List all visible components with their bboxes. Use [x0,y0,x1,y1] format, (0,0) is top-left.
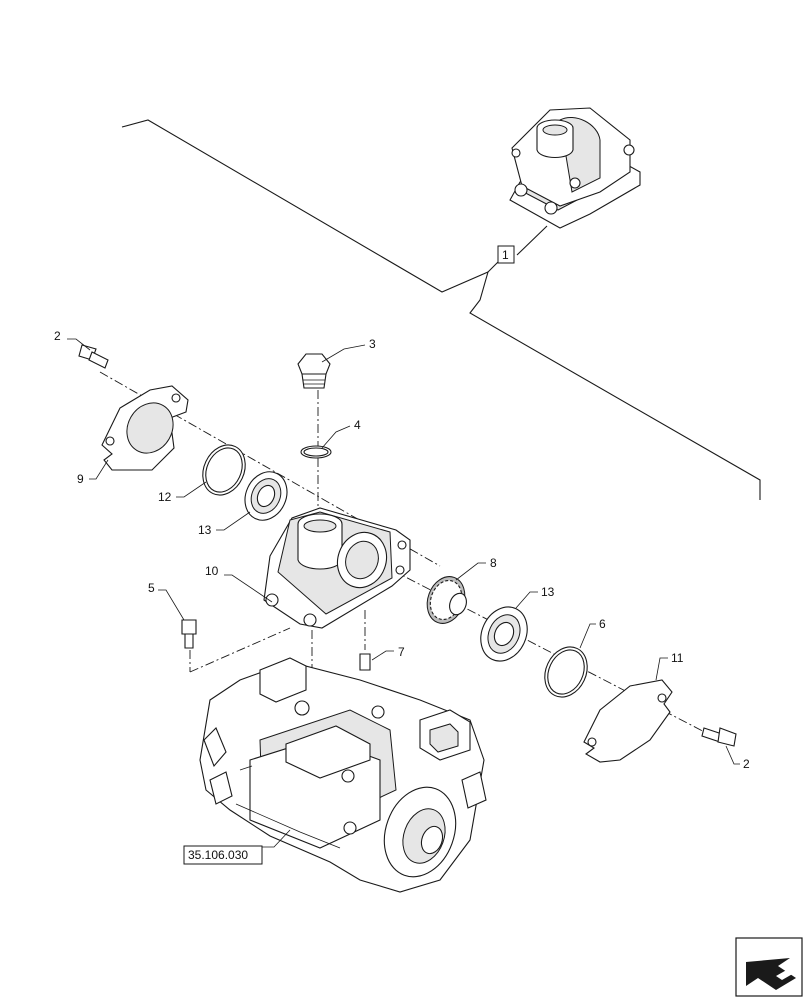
reference-box [183,845,263,865]
screw-item-2-upper [78,344,109,369]
assembly-bracket-lines [121,119,761,500]
callout-5: 5 [148,581,155,595]
reference-label: 35.106.030 [188,848,248,862]
o-ring-item-4 [300,445,332,459]
callout-8: 8 [490,556,497,570]
callout-6: 6 [599,617,606,631]
housing-item-10 [263,507,411,629]
o-ring-item-12 [202,444,246,496]
screw-item-5 [181,619,197,649]
o-ring-item-6 [544,646,588,698]
callout-11: 11 [671,651,684,665]
bearing-item-13-upper [244,471,288,521]
callout-12: 12 [158,490,172,504]
callout-2-lower: 2 [743,757,750,771]
plug-item-3 [297,353,331,389]
cover-plate-item-9 [101,385,189,471]
callout-9: 9 [77,472,84,486]
callout-10: 10 [205,564,219,578]
callout-1: 1 [502,248,509,262]
leader-lines [67,338,740,848]
reference-link[interactable]: 35.106.030 [183,845,263,865]
callout-labels: 1 2 3 4 9 12 13 10 5 8 13 6 7 11 2 [54,245,750,771]
callout-7: 7 [398,645,405,659]
assembly-housing-complete [509,107,641,256]
next-page-arrow-icon[interactable] [735,937,803,997]
gear-item-8 [426,576,467,624]
hydraulic-pump-assembly [199,657,487,893]
callout-13-lower: 13 [541,585,555,599]
callout-2-upper: 2 [54,329,61,343]
cover-plate-item-11 [583,679,673,763]
callout-13-upper: 13 [198,523,212,537]
callout-4: 4 [354,418,361,432]
pin-item-7 [359,653,371,671]
callout-3: 3 [369,337,376,351]
callout-box-1 [497,245,515,264]
bearing-item-13-lower [480,606,528,662]
screw-item-2-lower [701,727,737,747]
